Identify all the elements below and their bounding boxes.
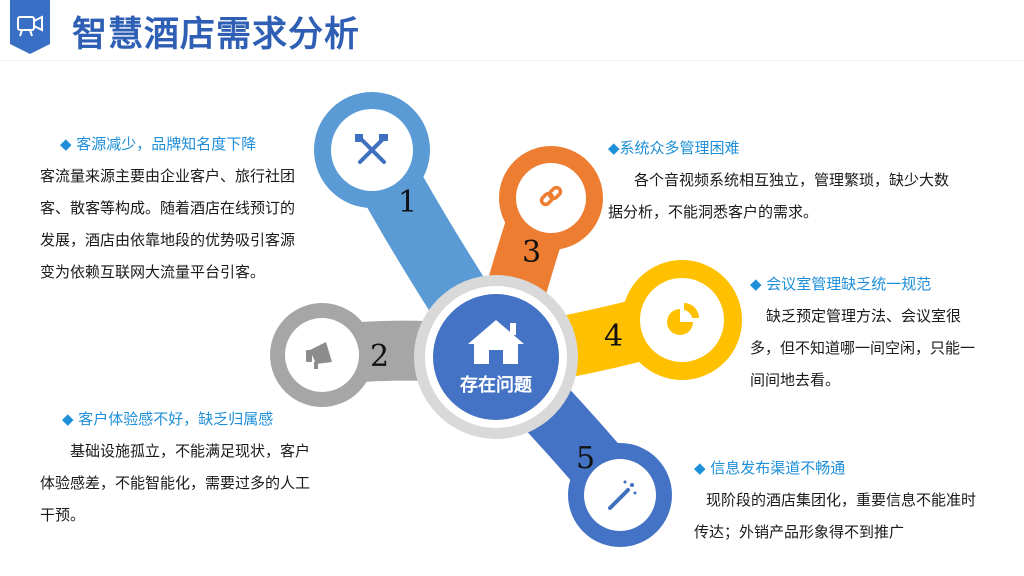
video-camera-icon — [17, 15, 43, 37]
petal-3: 3 — [499, 146, 603, 270]
petal-number-3: 3 — [522, 235, 541, 270]
petal-4: 4 — [604, 260, 742, 380]
header-badge — [10, 0, 50, 54]
problem-5-body: 现阶段的酒店集团化，重要信息不能准时传达；外销产品形象得不到推广 — [694, 491, 977, 541]
magic-wand-icon — [608, 480, 637, 510]
home-icon — [468, 320, 524, 364]
problem-5-block: ◆ 信息发布渠道不畅通 现阶段的酒店集团化，重要信息不能准时传达；外销产品形象得… — [694, 452, 986, 548]
petal-2: 2 — [270, 303, 389, 407]
problem-1-body: 客流量来源主要由企业客户、旅行社团客、散客等构成。随着酒店在线预订的发展，酒店由… — [40, 167, 296, 281]
center-hub: 存在问题 — [414, 275, 578, 439]
title-divider — [0, 60, 1024, 61]
petal-number-4: 4 — [604, 319, 623, 354]
link-icon — [539, 185, 563, 207]
pie-chart-icon — [667, 303, 699, 335]
problem-1-heading: ◆ 客源减少，品牌知名度下降 — [60, 135, 257, 153]
petal-number-2: 2 — [370, 339, 389, 374]
center-label: 存在问题 — [460, 374, 533, 396]
problem-3-body: 各个音视频系统相互独立，管理繁琐，缺少大数据分析，不能洞悉客户的需求。 — [608, 171, 950, 221]
problem-3-heading: ◆系统众多管理困难 — [608, 139, 740, 157]
problem-2-heading: ◆ 客户体验感不好，缺乏归属感 — [62, 410, 274, 428]
problem-4-block: ◆ 会议室管理缺乏统一规范 缺乏预定管理方法、会议室很多，但不知道哪一间空闲，只… — [750, 268, 980, 396]
problem-4-body: 缺乏预定管理方法、会议室很多，但不知道哪一间空闲，只能一间间地去看。 — [750, 307, 976, 389]
petal-number-5: 5 — [576, 441, 595, 476]
megaphone-icon — [306, 342, 332, 369]
problem-5-heading: ◆ 信息发布渠道不畅通 — [694, 459, 846, 477]
problem-2-body: 基础设施孤立，不能满足现状，客户体验感差，不能智能化，需要过多的人工干预。 — [40, 442, 311, 524]
petal-number-1: 1 — [398, 185, 417, 220]
petal-5: 5 — [568, 441, 672, 547]
problem-4-heading: ◆ 会议室管理缺乏统一规范 — [750, 275, 932, 293]
tools-icon — [355, 134, 388, 164]
problem-2-block: ◆ 客户体验感不好，缺乏归属感 基础设施孤立，不能满足现状，客户体验感差，不能智… — [40, 403, 320, 531]
problem-3-block: ◆系统众多管理困难 各个音视频系统相互独立，管理繁琐，缺少大数据分析，不能洞悉客… — [608, 132, 953, 228]
petal-1: 1 — [314, 92, 430, 220]
page-title: 智慧酒店需求分析 — [72, 15, 361, 55]
problem-1-block: ◆ 客源减少，品牌知名度下降 客流量来源主要由企业客户、旅行社团客、散客等构成。… — [40, 128, 302, 288]
